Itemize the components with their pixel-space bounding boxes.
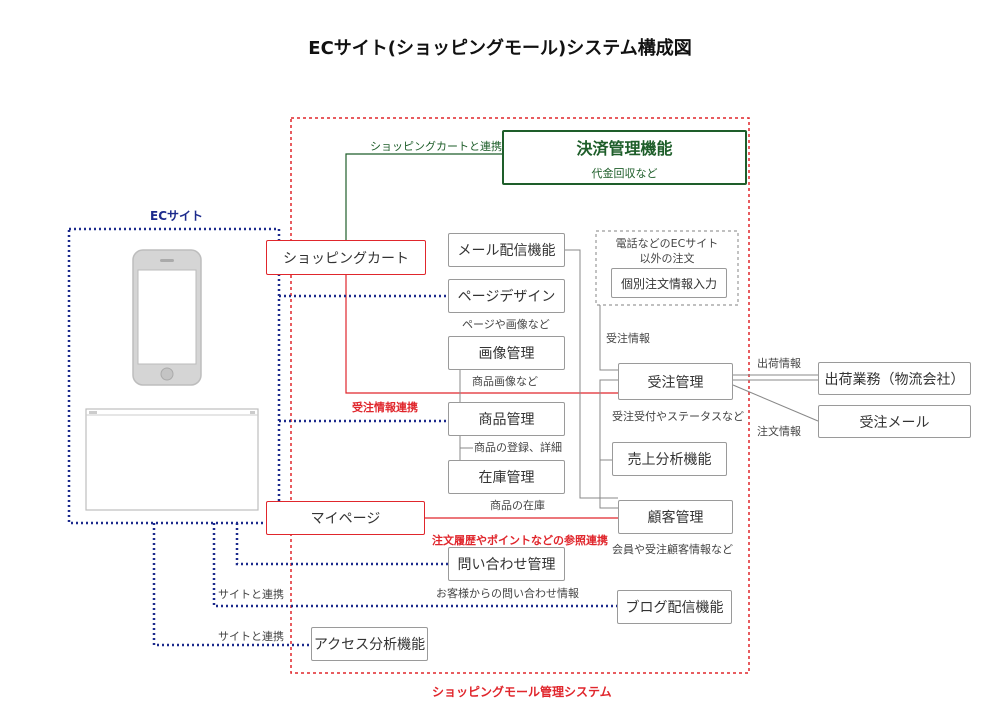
product-management-box: 商品管理 bbox=[448, 402, 565, 436]
order-info-link-label: 受注情報連携 bbox=[352, 401, 418, 414]
diagram-title: ECサイト(ショッピングモール)システム構成図 bbox=[308, 38, 692, 59]
ec-inquiry-link bbox=[235, 523, 448, 566]
customer-management-box: 顧客管理 bbox=[618, 500, 733, 534]
ec-blog-link bbox=[212, 523, 617, 608]
inquiry-management-box: 問い合わせ管理 bbox=[448, 547, 565, 581]
product-management-note: 商品の登録、詳細 bbox=[474, 441, 562, 454]
shipping-info-label: 出荷情報 bbox=[757, 357, 801, 370]
phone-order-connector bbox=[599, 305, 618, 371]
shipping-box: 出荷業務（物流会社） bbox=[818, 362, 971, 395]
mail-customer-connector bbox=[565, 249, 618, 499]
inquiry-management-note: お客様からの問い合わせ情報 bbox=[436, 587, 579, 600]
page-design-box: ページデザイン bbox=[448, 279, 565, 313]
stock-management-box: 在庫管理 bbox=[448, 460, 565, 494]
page-design-note: ページや画像など bbox=[462, 318, 550, 331]
phone-orders-note: 電話などのECサイト 以外の注文 bbox=[615, 237, 719, 265]
order-tree-connector bbox=[599, 379, 618, 509]
image-management-box: 画像管理 bbox=[448, 336, 565, 370]
order-mail-box: 受注メール bbox=[818, 405, 971, 438]
settlement-box: 決済管理機能 代金回収など bbox=[502, 130, 747, 185]
image-management-note: 商品画像など bbox=[472, 375, 538, 388]
order-management-note: 受注受付やステータスなど bbox=[612, 410, 744, 423]
stock-management-note: 商品の在庫 bbox=[490, 499, 545, 512]
product-stock-connector bbox=[459, 436, 473, 449]
access-analysis-box: アクセス分析機能 bbox=[311, 627, 428, 661]
mail-delivery-box: メール配信機能 bbox=[448, 233, 565, 267]
mypage-link-label: 注文履歴やポイントなどの参照連携 bbox=[432, 534, 608, 547]
cart-settlement-label: ショッピングカートと連携 bbox=[370, 140, 502, 153]
ec-site-label: ECサイト bbox=[150, 209, 204, 223]
individual-order-box: 個別注文情報入力 bbox=[611, 268, 727, 298]
sales-analysis-box: 売上分析機能 bbox=[612, 442, 727, 476]
mall-system-label: ショッピングモール管理システム bbox=[432, 685, 612, 699]
order-mail-connector bbox=[732, 384, 819, 422]
settlement-subtitle: 代金回収など bbox=[591, 166, 658, 180]
browser-window-illustration bbox=[85, 408, 259, 511]
mypage-box: マイページ bbox=[266, 501, 425, 535]
customer-management-note: 会員や受注顧客情報など bbox=[612, 543, 733, 556]
order-info-label: 受注情報 bbox=[606, 332, 650, 345]
ec-access-link bbox=[152, 523, 311, 647]
smartphone-illustration bbox=[132, 249, 202, 386]
cart-order-link bbox=[345, 275, 618, 394]
blog-delivery-box: ブログ配信機能 bbox=[617, 590, 732, 624]
order-mail-info-label: 注文情報 bbox=[757, 425, 801, 438]
settlement-title: 決済管理機能 bbox=[576, 138, 673, 158]
shopping-cart-box: ショッピングカート bbox=[266, 240, 426, 275]
ec-site-boundary bbox=[67, 227, 281, 525]
cart-settlement-link bbox=[345, 153, 502, 240]
access-link-label: サイトと連携 bbox=[218, 630, 284, 643]
order-management-box: 受注管理 bbox=[618, 363, 733, 400]
blog-link-label: サイトと連携 bbox=[218, 588, 284, 601]
mall-system-boundary bbox=[290, 117, 750, 674]
